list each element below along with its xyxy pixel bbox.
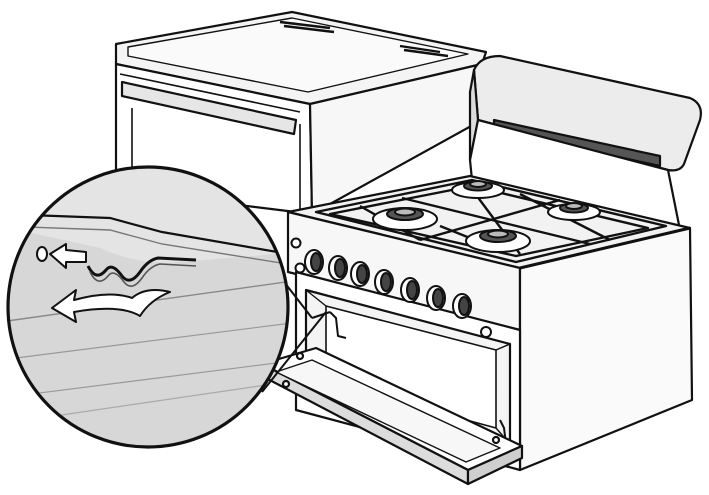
knob-6: [426, 285, 446, 311]
burner-front-left: [372, 207, 438, 231]
back-counter-unit: [114, 10, 488, 216]
burner-front-right: [465, 229, 531, 253]
callout-circle: [6, 165, 290, 449]
knob-1: [304, 249, 324, 275]
knob-4: [374, 269, 394, 295]
counter-door-handle: [120, 80, 298, 136]
door-hinge-slot-right: [491, 435, 501, 445]
knob-5: [400, 277, 420, 303]
knob-3: [350, 261, 370, 287]
control-knobs: [304, 249, 472, 319]
indicator-left-lower: [294, 262, 306, 274]
insert-arrow-icon: [49, 243, 87, 269]
burners: [372, 180, 601, 253]
hinge-slot-hole: [36, 246, 48, 262]
knob-7: [452, 293, 472, 319]
rotate-arrow-icon: [51, 289, 171, 323]
hinge-hook: [86, 256, 197, 282]
knob-2: [328, 255, 348, 281]
indicator-right: [480, 326, 492, 338]
oven-door-open: [260, 346, 524, 486]
indicator-left: [290, 237, 302, 249]
burner-back-right: [547, 202, 601, 221]
stove-side-panel: [518, 226, 694, 472]
door-hinge-slot-left-b: [281, 379, 291, 389]
burner-back-left: [451, 180, 505, 199]
door-hinge-slot-left: [295, 351, 305, 361]
oven-cavity: [304, 288, 512, 446]
hinge-left: [329, 311, 347, 339]
